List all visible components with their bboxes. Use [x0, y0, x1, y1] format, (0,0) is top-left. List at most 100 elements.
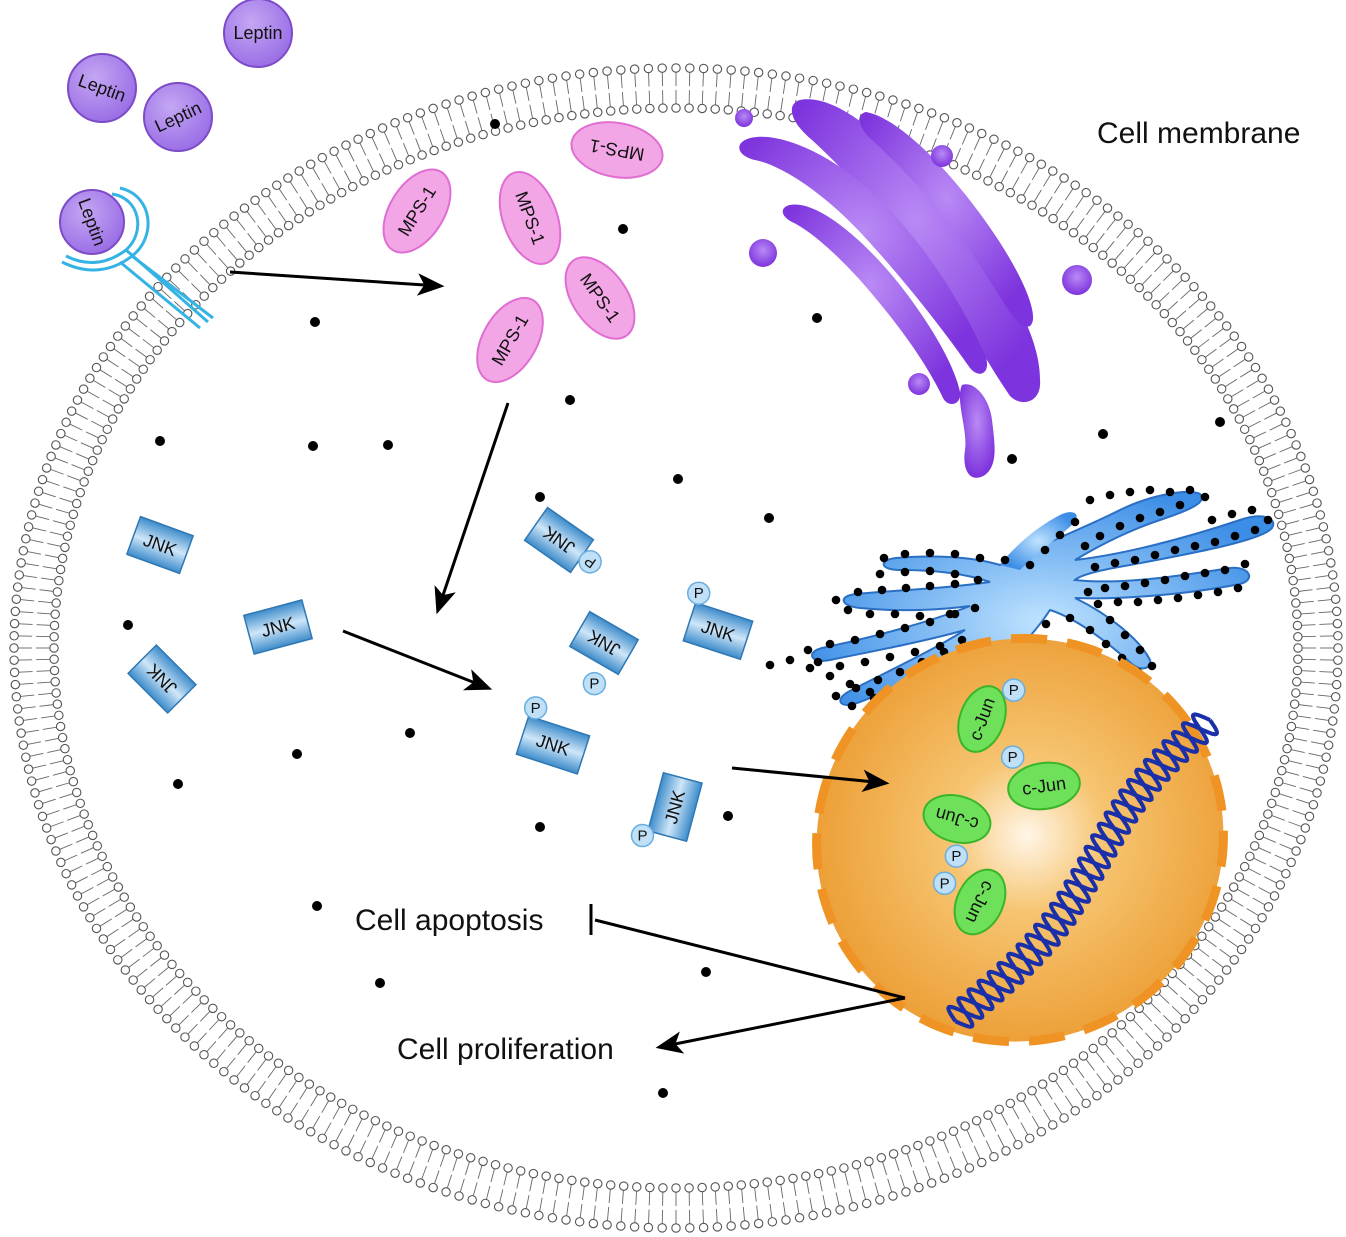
lipid-head: [1107, 258, 1117, 268]
lipid-tail: [1262, 453, 1277, 460]
lipid-head: [402, 113, 413, 123]
lipid-tail: [1230, 389, 1244, 398]
lipid-head: [1327, 716, 1338, 726]
lipid-tail: [67, 475, 81, 481]
lipid-tail: [793, 1182, 797, 1197]
lipid-tail: [465, 1161, 470, 1176]
lipid-head: [515, 1166, 526, 1176]
lipid-tail: [446, 107, 453, 122]
ribosome: [1025, 560, 1035, 570]
lipid-tail: [38, 692, 53, 696]
lipid-head: [1323, 740, 1334, 750]
lipid-head: [1276, 520, 1287, 531]
inhibit-apoptosis-line: [594, 918, 906, 1000]
lipid-tail: [621, 91, 624, 106]
lipid-tail: [85, 431, 99, 439]
phosphate-label: P: [637, 828, 647, 845]
lipid-tail: [555, 99, 559, 114]
lipid-head: [1243, 352, 1254, 362]
lipid-tail: [136, 318, 148, 328]
lipid-tail: [1020, 160, 1029, 174]
ribosome: [1160, 575, 1170, 585]
lipid-tail: [1135, 243, 1146, 255]
lipid-tail: [174, 301, 186, 312]
lipid-tail: [782, 1202, 786, 1217]
lipid-head: [1332, 618, 1343, 629]
lipid-tail: [1095, 233, 1105, 245]
lipid-head: [16, 558, 26, 568]
lipid-head: [1286, 721, 1297, 732]
lipid-tail: [961, 1151, 969, 1165]
lipid-head: [1221, 321, 1232, 331]
lipid-head: [50, 676, 60, 687]
lipid-tail: [335, 154, 343, 168]
lipid-head: [9, 643, 19, 653]
lipid-tail: [620, 73, 623, 89]
lipid-head: [657, 63, 667, 73]
ribosome: [1145, 485, 1155, 495]
lipid-head: [503, 123, 513, 133]
lipid-tail: [742, 75, 746, 90]
lipid-head: [57, 732, 68, 743]
lipid-head: [1216, 384, 1227, 394]
lipid-head: [113, 404, 124, 414]
cytoplasm-particle: [405, 728, 415, 738]
ribosome: [1247, 505, 1257, 515]
lipid-head: [939, 1173, 950, 1183]
lipid-tail: [1204, 938, 1217, 948]
lipid-head: [835, 1205, 845, 1215]
lipid-head: [507, 1205, 517, 1215]
ribosome: [915, 611, 925, 621]
lipid-head: [602, 66, 612, 76]
lipid-head: [1276, 765, 1287, 776]
lipid-tail: [1319, 671, 1334, 673]
lipid-tail: [997, 148, 1005, 162]
ribosome: [895, 667, 905, 677]
lipid-head: [152, 345, 162, 355]
ribosome: [1080, 541, 1090, 551]
lipid-tail: [42, 566, 57, 570]
lipid-tail: [499, 92, 504, 107]
arrow-leptin-to-mps1: [229, 270, 445, 296]
lipid-head: [317, 1133, 328, 1144]
ribosome: [1180, 571, 1190, 581]
lipid-head: [348, 181, 358, 192]
lipid-tail: [606, 75, 610, 90]
lipid-tail: [277, 1073, 287, 1086]
lipid-tail: [1204, 968, 1216, 978]
lipid-tail: [512, 1192, 517, 1207]
lipid-tail: [1132, 1019, 1143, 1031]
lipid-tail: [1271, 475, 1285, 481]
lipid-tail: [247, 233, 257, 245]
lipid-head: [87, 830, 98, 841]
cytoplasm-particle: [701, 967, 711, 977]
lipid-head: [294, 1120, 304, 1130]
lipid-head: [254, 1043, 264, 1054]
ribosome: [1085, 495, 1095, 505]
lipid-head: [794, 1213, 805, 1223]
lipid-head: [1304, 474, 1315, 485]
lipid-tail: [1296, 492, 1310, 498]
lipid-head: [1323, 546, 1334, 556]
lipid-head: [1216, 902, 1227, 912]
lipid-head: [1239, 424, 1250, 435]
lipid-head: [1197, 931, 1207, 942]
ribosome: [950, 549, 960, 559]
lipid-tail: [257, 203, 266, 216]
ribosome: [1101, 639, 1111, 649]
cell-apoptosis-label: Cell apoptosis: [355, 904, 543, 937]
jnk-protein: JNK: [242, 598, 314, 656]
lipid-tail: [187, 1023, 198, 1035]
lipid-head: [1284, 732, 1295, 743]
ribosome: [1041, 619, 1051, 629]
lipid-tail: [1290, 749, 1305, 753]
lipid-head: [1270, 787, 1281, 798]
phospho-jnk: JNK P: [523, 506, 602, 574]
lipid-head: [541, 115, 551, 125]
phospho-cjun: c-Jun P: [932, 868, 1007, 936]
lipid-tail: [1252, 390, 1266, 399]
lipid-tail: [355, 1118, 363, 1132]
lipid-tail: [973, 1145, 981, 1160]
lipid-tail: [539, 1197, 543, 1212]
lipid-head: [49, 632, 59, 642]
